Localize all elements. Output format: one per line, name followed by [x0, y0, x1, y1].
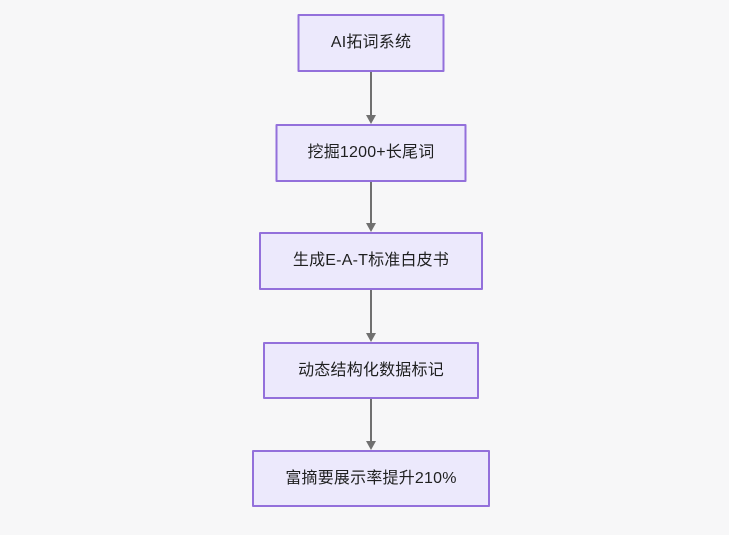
edge-line — [370, 72, 372, 115]
flow-node-dynamic-structured-data-markup[interactable]: 动态结构化数据标记 — [263, 342, 479, 399]
flow-node-ai-keyword-system[interactable]: AI拓词系统 — [297, 14, 445, 72]
arrow-down-icon — [366, 223, 376, 232]
edge-line — [370, 399, 372, 441]
edge-line — [370, 182, 372, 223]
flow-node-label: AI拓词系统 — [330, 34, 412, 51]
flow-edge-n1-to-n2 — [363, 72, 379, 124]
flow-node-label: 动态结构化数据标记 — [298, 361, 444, 379]
arrow-down-icon — [366, 333, 376, 342]
flow-edge-n3-to-n4 — [363, 290, 379, 342]
flow-node-label: 挖掘1200+长尾词 — [307, 144, 435, 161]
flow-node-mine-longtail-keywords[interactable]: 挖掘1200+长尾词 — [275, 124, 467, 182]
arrow-down-icon — [366, 441, 376, 450]
flow-node-label: 生成E-A-T标准白皮书 — [292, 252, 450, 269]
flow-node-label: 富摘要展示率提升210% — [285, 469, 457, 487]
flow-node-rich-snippet-impression-lift[interactable]: 富摘要展示率提升210% — [252, 450, 490, 507]
edge-line — [370, 290, 372, 333]
flow-node-generate-eat-whitepaper[interactable]: 生成E-A-T标准白皮书 — [259, 232, 483, 290]
flow-edge-n4-to-n5 — [363, 399, 379, 450]
arrow-down-icon — [366, 115, 376, 124]
flow-edge-n2-to-n3 — [363, 182, 379, 232]
